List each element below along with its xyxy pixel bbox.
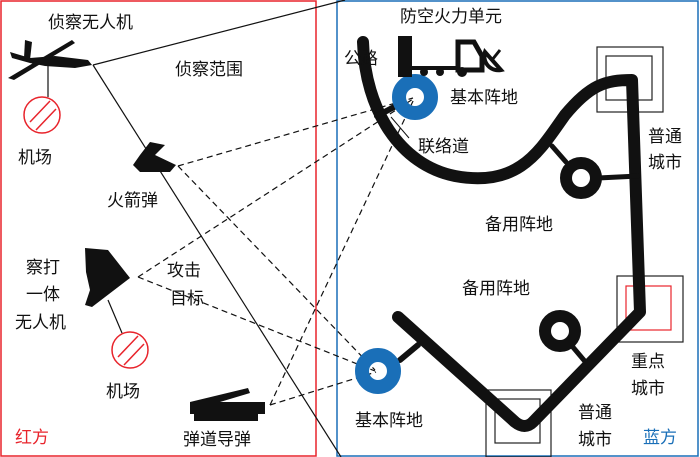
strike-uav-icon (85, 248, 130, 334)
city-1-label-line1: 普通 (648, 127, 682, 147)
main-base-2 (355, 348, 401, 394)
attack-target-label-line2: 目标 (170, 289, 204, 309)
recon-uav-icon (8, 40, 92, 80)
airport-2-label: 机场 (106, 382, 140, 402)
link-road-backup2 (569, 343, 591, 368)
backup-base-1-label: 备用阵地 (485, 215, 553, 235)
attack-line-uav-base1 (137, 98, 414, 278)
attack-target-label-line1: 攻击 (167, 261, 201, 281)
road-label: 公路 (344, 49, 378, 69)
link-road-backup1-b (595, 173, 641, 181)
road-network (357, 36, 646, 432)
strike-uav-label-line1: 察打 (26, 258, 60, 278)
main-base-1 (392, 74, 438, 120)
link-road-base2 (397, 342, 421, 363)
backup-base-2 (539, 310, 581, 352)
recon-range-label: 侦察范围 (175, 60, 243, 80)
blue-side-frame (336, 0, 699, 457)
rocket-label: 火箭弹 (107, 191, 158, 211)
city-2-label-line2: 城市 (578, 430, 612, 450)
key-city-label-line2: 城市 (631, 379, 665, 399)
link-road-base1 (374, 103, 399, 119)
air-defense-unit-label: 防空火力单元 (400, 7, 502, 27)
link-road-backup1-a (549, 143, 569, 165)
ballistic-missile-launcher-icon (190, 388, 265, 421)
backup-base-1 (560, 157, 602, 199)
road-main (357, 36, 646, 432)
recon-range-line-upper (92, 0, 346, 66)
air-defense-unit-icon (398, 36, 505, 77)
airport-2-icon (111, 331, 149, 369)
link-road-label: 联络道 (418, 137, 469, 157)
recon-range-line-lower (92, 64, 342, 457)
airport-1-label: 机场 (18, 148, 52, 168)
attack-line-rocket-base2 (177, 165, 376, 371)
red-side-frame (0, 0, 317, 457)
strike-uav-label-line2: 一体 (26, 285, 60, 305)
attack-line-uav-base2 (137, 276, 376, 372)
link-road-pointer (390, 116, 410, 139)
blue-side-label: 蓝方 (643, 428, 677, 448)
main-base-1-label: 基本阵地 (450, 88, 518, 108)
key-city-label-line1: 重点 (631, 352, 665, 372)
red-side-label: 红方 (15, 428, 49, 448)
main-base-2-label: 基本阵地 (355, 411, 423, 431)
recon-uav-label: 侦察无人机 (48, 13, 133, 33)
key-city (616, 275, 684, 343)
backup-base-2-label: 备用阵地 (462, 279, 530, 299)
attack-line-ballistic-base1 (269, 98, 415, 406)
city-1-label-line2: 城市 (648, 153, 682, 173)
rocket-icon (133, 142, 176, 172)
strike-uav-label-line3: 无人机 (15, 313, 66, 333)
airport-1-icon (23, 96, 61, 134)
city-2-label-line1: 普通 (578, 403, 612, 423)
ballistic-missile-label: 弹道导弹 (183, 430, 251, 450)
